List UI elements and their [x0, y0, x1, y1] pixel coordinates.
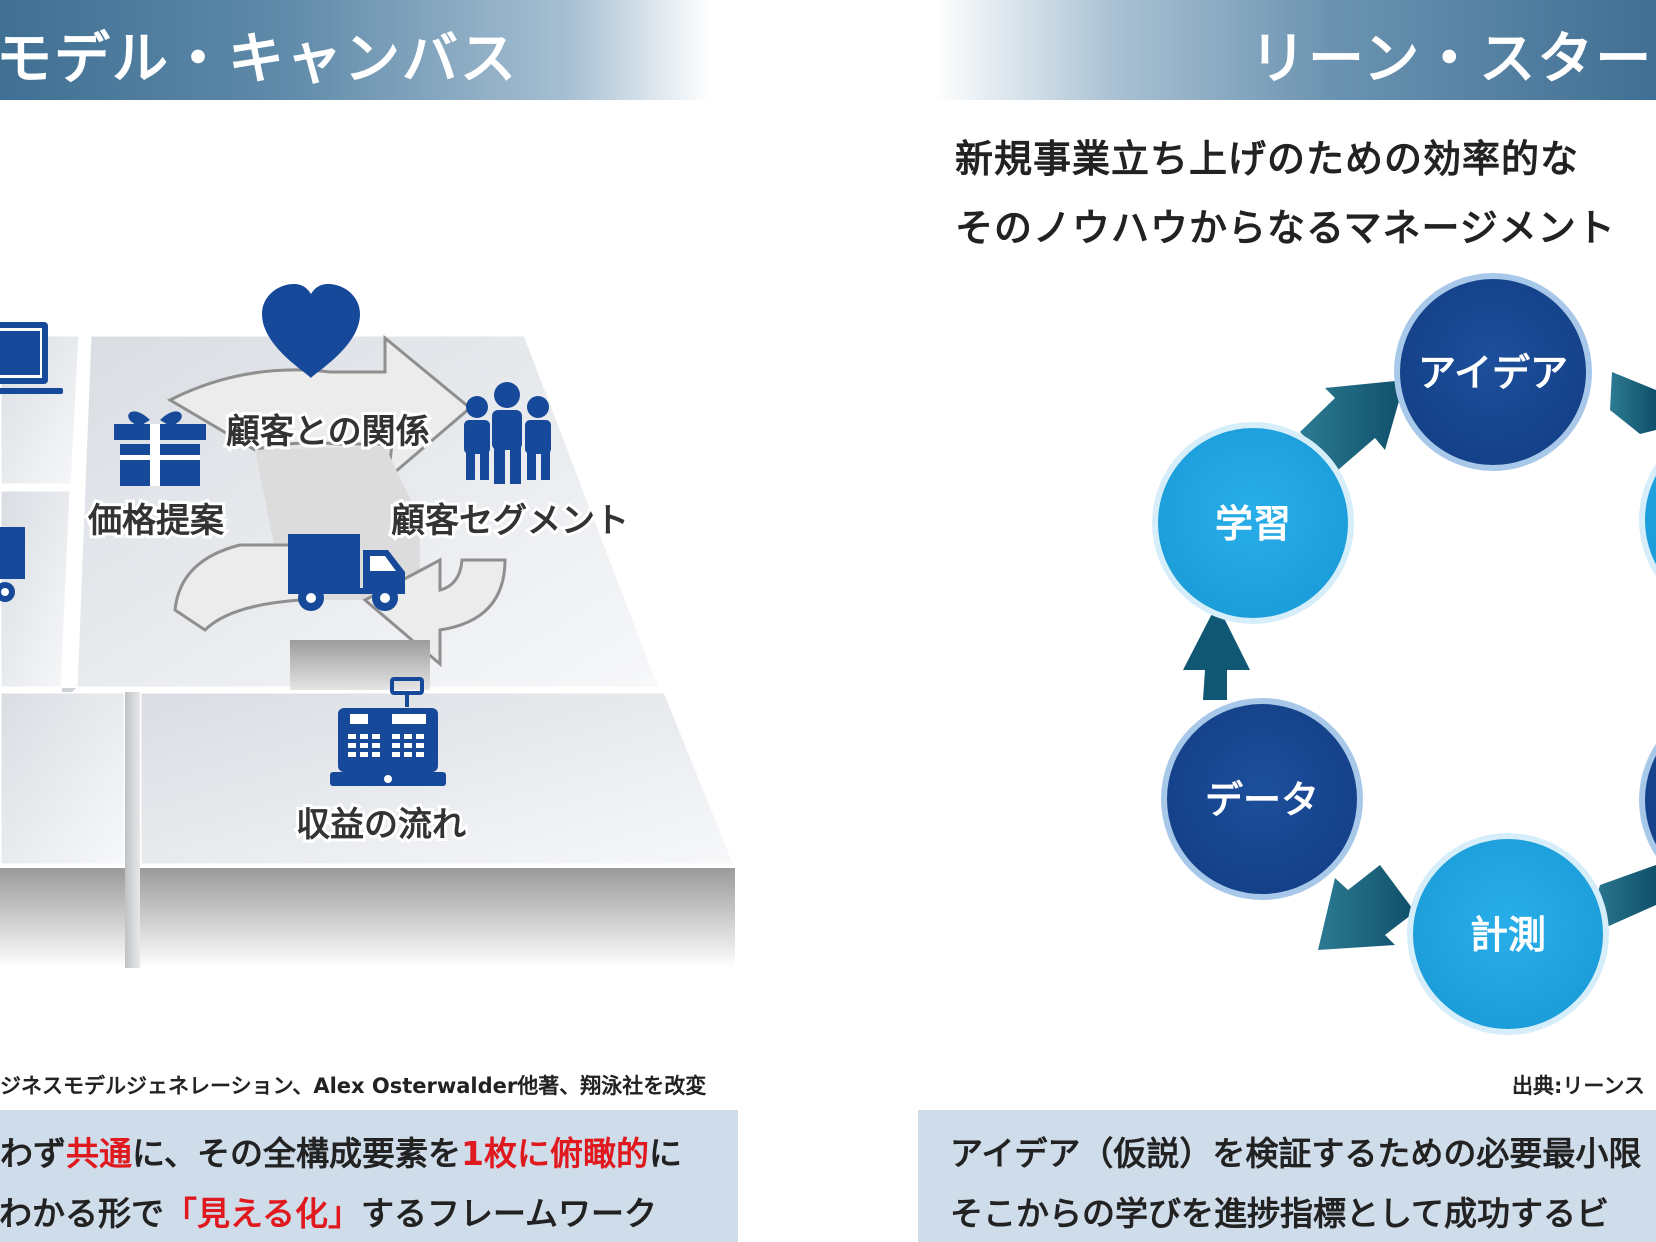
right-title-banner: リーン・スタート: [935, 0, 1656, 100]
left-title-banner: モデル・キャンバス: [0, 0, 710, 100]
cash-register-icon: [330, 677, 446, 786]
label-customer-segments: 顧客セグメント: [391, 501, 629, 541]
node-learn-label: 学習: [1215, 502, 1291, 546]
board-edge-left: [0, 868, 125, 968]
tile-cost: [0, 690, 127, 867]
highlight-visualize: 「見える化」: [164, 1194, 362, 1233]
flow-arrows: [166, 334, 507, 690]
label-customer-relationship: 顧客との関係: [226, 412, 430, 452]
node-measure: [1407, 833, 1609, 1035]
arrow-data-to-learn: [1183, 604, 1250, 700]
truck-partial-icon: [0, 527, 25, 602]
node-measure-label: 計測: [1470, 913, 1546, 957]
arrow-learn-to-idea: [1300, 380, 1405, 470]
flow-arrow-upper: [166, 334, 473, 482]
right-summary-line-2: そこからの学びを進捗指標として成功するビ: [950, 1194, 1610, 1233]
label-revenue-streams: 収益の流れ: [296, 805, 466, 845]
right-summary-line-1: アイデア（仮説）を検証するための必要最小限: [950, 1134, 1642, 1173]
left-summary-box: わず共通に、その全構成要素を1枚に俯瞰的に がわかる形で「見える化」するフレーム…: [0, 1110, 738, 1242]
highlight-common: 共通: [66, 1134, 132, 1173]
board-edge-right: [140, 868, 735, 968]
laptop-icon: [0, 322, 63, 394]
highlight-one-sheet: 1枚に俯瞰的: [461, 1134, 649, 1173]
node-idea: [1394, 273, 1592, 471]
left-title: モデル・キャンバス: [0, 27, 518, 92]
node-idea-label: アイデア: [1418, 351, 1568, 395]
left-summary-line-1: わず共通に、その全構成要素を1枚に俯瞰的に: [0, 1134, 682, 1173]
truck-icon: [288, 534, 405, 611]
node-build-partial: [1639, 463, 1656, 577]
node-data: [1161, 698, 1363, 900]
arrow-idea-to-build: [1610, 372, 1656, 434]
gift-icon: [114, 411, 206, 486]
node-learn: [1152, 422, 1354, 624]
arrow-measure-to-data: [1318, 865, 1415, 950]
right-desc-line-1: 新規事業立ち上げのための効率的な: [955, 137, 1580, 181]
heart-icon: [262, 284, 360, 378]
left-summary-line-2: がわかる形で「見える化」するフレームワーク: [0, 1194, 658, 1233]
board-gap-small: [62, 688, 76, 692]
label-value-proposition: 価格提案: [87, 501, 225, 541]
left-source: ジネスモデルジェネレーション、Alex Osterwalder他著、翔泳社を改変: [0, 1074, 707, 1098]
right-title: リーン・スタート: [1250, 27, 1656, 92]
right-desc-line-2: そのノウハウからなるマネージメント: [955, 206, 1616, 250]
node-product-partial: [1639, 743, 1656, 857]
right-source: 出典:リーンス: [1512, 1074, 1645, 1098]
lean-cycle: アイデア 学習 データ 計測: [1152, 273, 1656, 1035]
flow-channel-down: [290, 640, 430, 690]
right-summary-box: アイデア（仮説）を検証するための必要最小限 そこからの学びを進捗指標として成功す…: [918, 1110, 1656, 1242]
customers-icon: [464, 382, 551, 484]
node-data-label: データ: [1205, 778, 1319, 822]
board-gap: [125, 692, 140, 968]
